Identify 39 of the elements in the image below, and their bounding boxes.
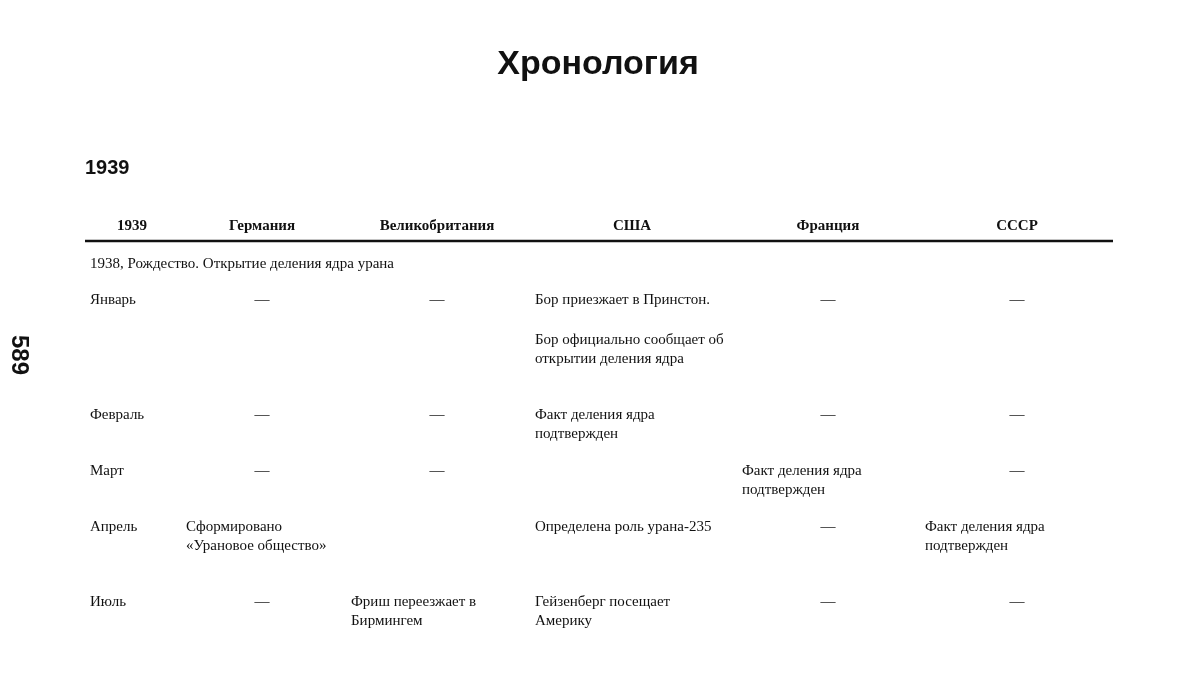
- column-header: Германия: [227, 216, 297, 235]
- table-cell-text: Сформировано «Урановое общество»: [186, 517, 328, 555]
- table-cell-text: Бор официально сообщает об открытии деления ядра: [535, 330, 725, 368]
- column-header: Франция: [795, 216, 861, 235]
- table-cell-text: Январь: [90, 290, 137, 309]
- table-row-text: 1938, Рождество. Открытие деления ядра урана: [90, 254, 395, 273]
- table-cell-text: —: [428, 405, 446, 424]
- table-cell-text: —: [253, 405, 271, 424]
- table-cell-text: —: [253, 592, 271, 611]
- table-cell-text: —: [1008, 405, 1026, 424]
- table-cell-text: Определена роль урана-235: [535, 517, 713, 536]
- table-cell-text: Фриш переезжает в Бирмингем: [351, 592, 478, 630]
- table-cell-text: —: [819, 592, 837, 611]
- table-cell-text: —: [1008, 592, 1026, 611]
- table-cell-text: Июль: [90, 592, 127, 611]
- table-cell-text: —: [253, 461, 271, 480]
- table-cell-text: Факт деления ядра подтвержден: [742, 461, 863, 499]
- table-cell-text: —: [428, 461, 446, 480]
- table-cell-text: Февраль: [90, 405, 146, 424]
- table-cell-text: Бор приезжает в Принстон.: [535, 290, 711, 309]
- section-heading: 1939: [85, 155, 131, 179]
- table-cell-text: —: [428, 290, 446, 309]
- column-header: Великобритания: [378, 216, 496, 235]
- table-cell-text: —: [253, 290, 271, 309]
- page-number: 589: [6, 333, 34, 377]
- table-cell-text: Апрель: [90, 517, 139, 536]
- table-cell-text: Март: [90, 461, 125, 480]
- column-header: США: [611, 216, 653, 235]
- page-title: Хронология: [496, 42, 700, 82]
- table-cell-text: Факт деления ядра подтвержден: [925, 517, 1046, 555]
- table-cell-text: —: [819, 290, 837, 309]
- table-cell-text: —: [1008, 290, 1026, 309]
- column-header: 1939: [116, 216, 148, 235]
- table-cell-text: —: [1008, 461, 1026, 480]
- table-cell-text: Факт деления ядра подтвержден: [535, 405, 656, 443]
- table-cell-text: —: [819, 517, 837, 536]
- table-cell-text: —: [819, 405, 837, 424]
- column-header: СССР: [995, 216, 1039, 235]
- table-cell-text: Гейзенберг посещает Америку: [535, 592, 672, 630]
